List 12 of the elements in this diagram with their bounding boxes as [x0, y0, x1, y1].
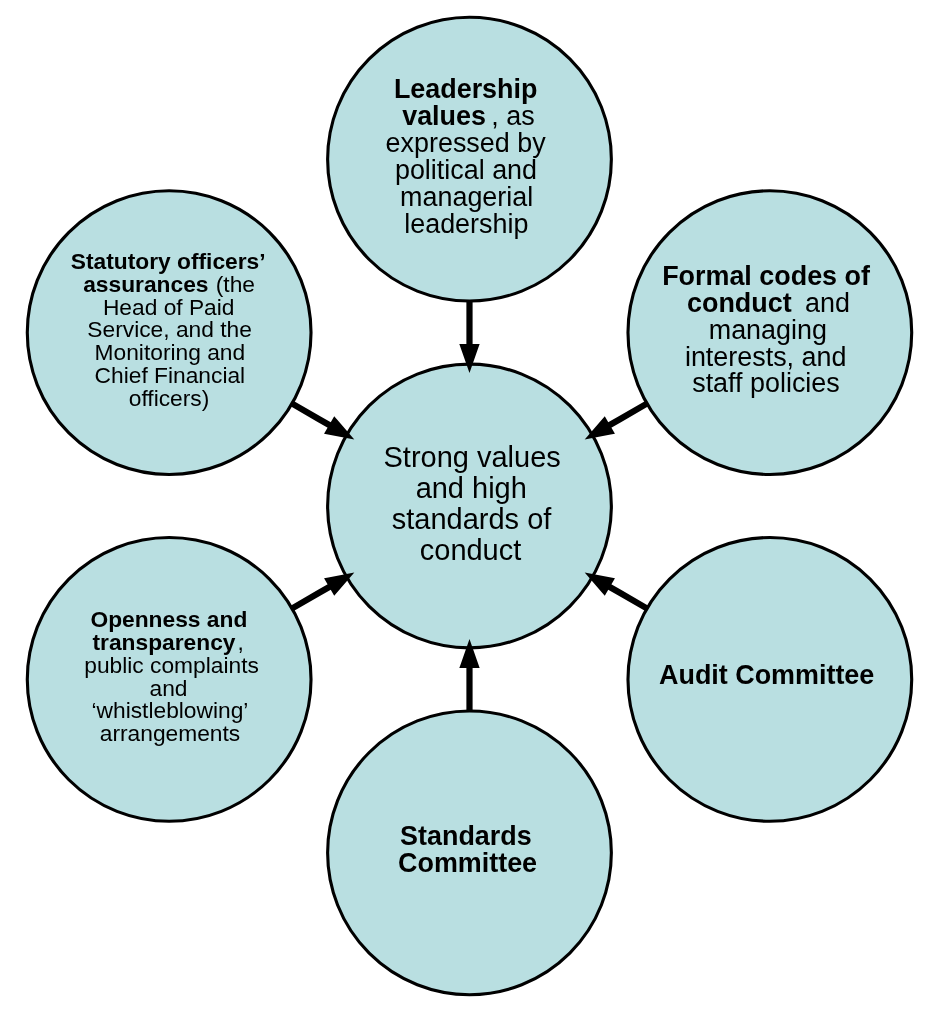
arrow: [458, 638, 480, 711]
node-circle: Formal codes of conduct and managing interests, and staff policies: [625, 188, 913, 476]
arrow: [458, 300, 480, 373]
node-circle: Statutory officers’ assurances (the Head of Paid Service, and the Monitoring and Chief Financial officers): [25, 188, 313, 476]
arrow: [584, 572, 648, 611]
node-circle: Leadership values, as expressed by political and managerial leadership: [325, 15, 613, 303]
arrow: [290, 572, 354, 611]
arrow: [290, 400, 354, 439]
arrow: [584, 400, 648, 439]
node-circle: Standards Committee: [325, 708, 613, 996]
node-circle: Openness and transparency, public complaints and ‘whistleblowing’ arrangements: [25, 535, 313, 823]
node-circle: Audit Committee: [625, 535, 913, 823]
